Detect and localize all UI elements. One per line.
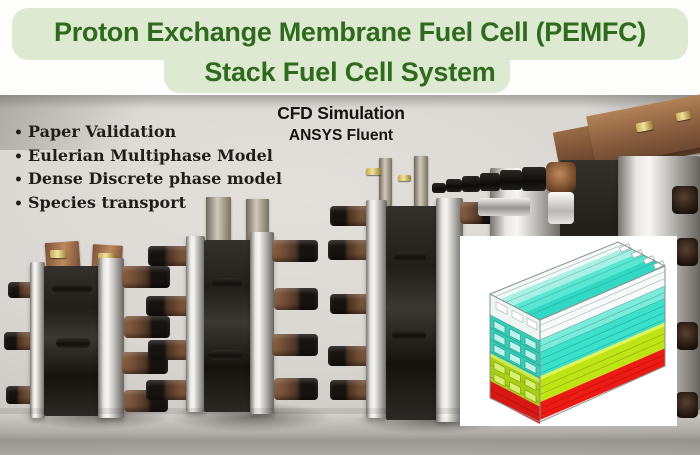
- bolt: [122, 266, 170, 288]
- list-item: • Dense Discrete phase model: [14, 168, 334, 192]
- bolt: [330, 206, 370, 226]
- title-banner-lower: [164, 46, 510, 93]
- fitting-nut: [522, 167, 546, 191]
- backdrop-top-shade: [0, 95, 700, 109]
- cfd-top-face: [490, 242, 666, 320]
- terminal-screw: [50, 250, 67, 258]
- hose-barb-fitting: [432, 183, 446, 193]
- cfd-caption-subtitle: ANSYS Fluent: [288, 127, 394, 144]
- list-item: • Species transport: [14, 192, 334, 216]
- bolt-end: [676, 238, 698, 266]
- hose-barb-fitting: [446, 179, 462, 192]
- bolt: [328, 346, 370, 366]
- end-plate: [30, 262, 45, 418]
- bolt: [6, 386, 34, 404]
- port-fitting: [394, 252, 426, 262]
- bolt: [330, 294, 370, 314]
- bullet-icon: •: [14, 172, 23, 188]
- bolt: [148, 340, 190, 360]
- port-fitting: [52, 284, 92, 293]
- page-title-line1: Proton Exchange Membrane Fuel Cell (PEMF…: [54, 17, 646, 47]
- end-plate: [98, 258, 124, 418]
- bolt: [328, 240, 370, 260]
- page-title-line2: Stack Fuel Cell System: [204, 57, 496, 87]
- hose-barb-fitting: [500, 170, 522, 190]
- cloth-crease: [0, 408, 700, 414]
- bolt-end: [676, 322, 698, 350]
- bolt: [124, 316, 170, 338]
- terminal-screw: [98, 253, 115, 261]
- terminal-screw: [366, 168, 381, 175]
- port-fitting: [56, 338, 90, 348]
- end-plate: [250, 232, 274, 414]
- bolt: [146, 380, 190, 400]
- bolt: [148, 246, 190, 266]
- list-item-label: Dense Discrete phase model: [28, 169, 282, 188]
- end-plate: [366, 200, 387, 418]
- hose-barb-fitting: [480, 173, 500, 191]
- port-fitting: [208, 350, 242, 360]
- terminal-tab: [414, 156, 428, 210]
- terminal-screw: [398, 175, 411, 181]
- bolt: [272, 334, 318, 356]
- list-item-label: Paper Validation: [28, 122, 177, 141]
- cfd-caption-title: CFD Simulation: [277, 103, 405, 123]
- port-fitting: [392, 330, 426, 340]
- bolt: [274, 378, 318, 400]
- bullet-icon: •: [14, 125, 23, 141]
- list-item: • Eulerian Multiphase Model: [14, 145, 334, 169]
- cfd-outline: [489, 241, 666, 423]
- stack-core: [204, 240, 252, 412]
- feature-list: • Paper Validation • Eulerian Multiphase…: [14, 121, 334, 215]
- cfd-left-face: [490, 294, 540, 424]
- bolt: [274, 288, 318, 310]
- stack-core: [386, 206, 438, 420]
- bullet-icon: •: [14, 148, 23, 165]
- bolt: [4, 332, 34, 350]
- copper-ring: [546, 162, 576, 192]
- backdrop-topleft-shade: [0, 95, 190, 150]
- list-item-label: Species transport: [28, 192, 187, 212]
- cfd-caption: CFD Simulation ANSYS Fluent: [240, 103, 442, 145]
- hose-barb-fitting: [462, 176, 480, 192]
- list-item: • Paper Validation: [14, 121, 334, 145]
- list-item-label: Eulerian Multiphase Model: [28, 145, 273, 165]
- bolt: [8, 282, 34, 298]
- cfd-render: [489, 241, 666, 424]
- bullet-icon: •: [14, 195, 23, 212]
- port-fitting: [212, 278, 242, 288]
- metal-cylinder: [478, 198, 530, 216]
- cfd-inset-panel: [460, 236, 677, 426]
- end-plate: [186, 236, 205, 412]
- end-plate: [436, 198, 463, 422]
- terminal-tab: [379, 158, 392, 208]
- metal-roller: [548, 192, 574, 224]
- cfd-front-face: [540, 266, 665, 421]
- bolt-end: [672, 186, 698, 214]
- bolt: [146, 296, 190, 316]
- bolt: [330, 380, 370, 400]
- bolt-end: [676, 392, 698, 418]
- bolt: [272, 240, 318, 262]
